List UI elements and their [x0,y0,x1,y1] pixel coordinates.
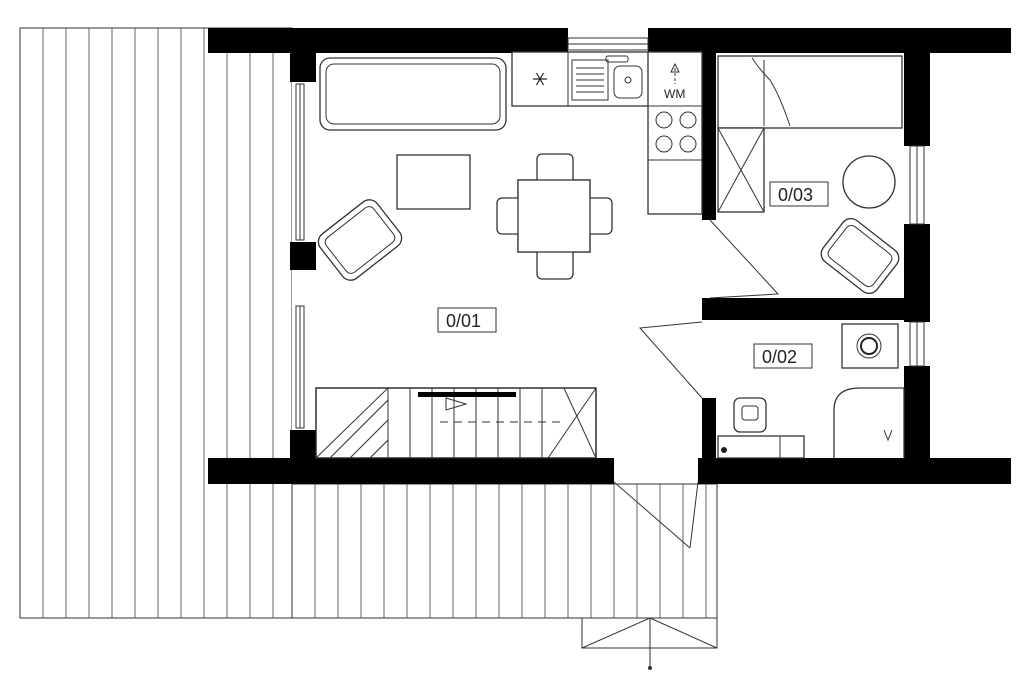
walls [208,28,1011,484]
washing-machine-bath [841,323,899,369]
deck-boards [42,28,274,618]
room-label-living: 0/01 [437,307,497,333]
armchair [820,217,900,295]
bedroom-door [709,219,780,299]
entrance-door [613,481,699,549]
svg-text:0/03: 0/03 [778,185,813,205]
bathroom-door [638,321,703,399]
armchair [317,199,403,281]
wardrobe [717,127,765,213]
shower [833,387,905,458]
dining-table [496,153,613,280]
bed [717,55,903,129]
sink [571,55,643,101]
coffee-table [396,154,471,210]
svg-text:0/01: 0/01 [446,311,481,331]
snowflake-icon [533,72,547,86]
washing-machine: WM [664,62,685,101]
washbasin [717,435,805,459]
entrance-steps [581,617,718,670]
stove [655,111,697,153]
staircase [315,387,597,459]
sofa [319,57,507,131]
round-table [842,155,896,209]
windows [295,37,925,429]
room-label-bathroom: 0/02 [753,343,813,369]
front-deck [291,483,718,619]
washing-machine-label: WM [664,87,685,101]
room-label-bedroom: 0/03 [769,181,829,207]
toilet [733,397,767,433]
svg-text:0/02: 0/02 [762,347,797,367]
left-deck [19,27,293,619]
deck-boards [314,484,707,618]
